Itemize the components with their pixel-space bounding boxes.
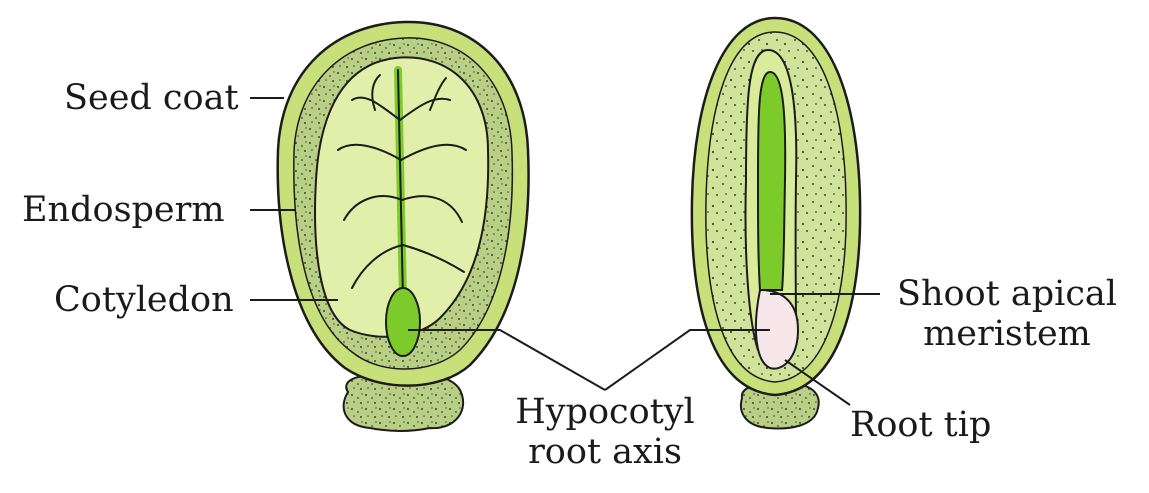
left-cotyledon-veins	[337, 66, 467, 304]
label-hypocotyl-line1: Hypocotyl	[515, 392, 695, 432]
label-cotyledon: Cotyledon	[54, 280, 234, 320]
left-embryo-axis	[385, 287, 421, 357]
label-hypocotyl-line2: root axis	[528, 432, 682, 472]
label-root-tip: Root tip	[850, 405, 992, 445]
left-seed	[276, 20, 530, 432]
right-seed	[690, 16, 862, 430]
hypocotyl-leader-left	[408, 329, 606, 391]
label-shoot-line1: Shoot apical	[897, 274, 1117, 314]
label-hypocotyl-root-axis: Hypocotyl root axis	[500, 392, 710, 472]
right-shoot	[757, 70, 787, 291]
root-tip-leader	[784, 359, 851, 406]
right-root-tip	[754, 288, 800, 370]
label-shoot-apical-meristem: Shoot apical meristem	[882, 274, 1132, 354]
label-shoot-line2: meristem	[923, 314, 1091, 354]
leader-lines	[250, 97, 880, 406]
label-seed-coat: Seed coat	[64, 78, 239, 118]
label-endosperm: Endosperm	[22, 190, 225, 230]
hypocotyl-leader-right	[604, 329, 770, 391]
